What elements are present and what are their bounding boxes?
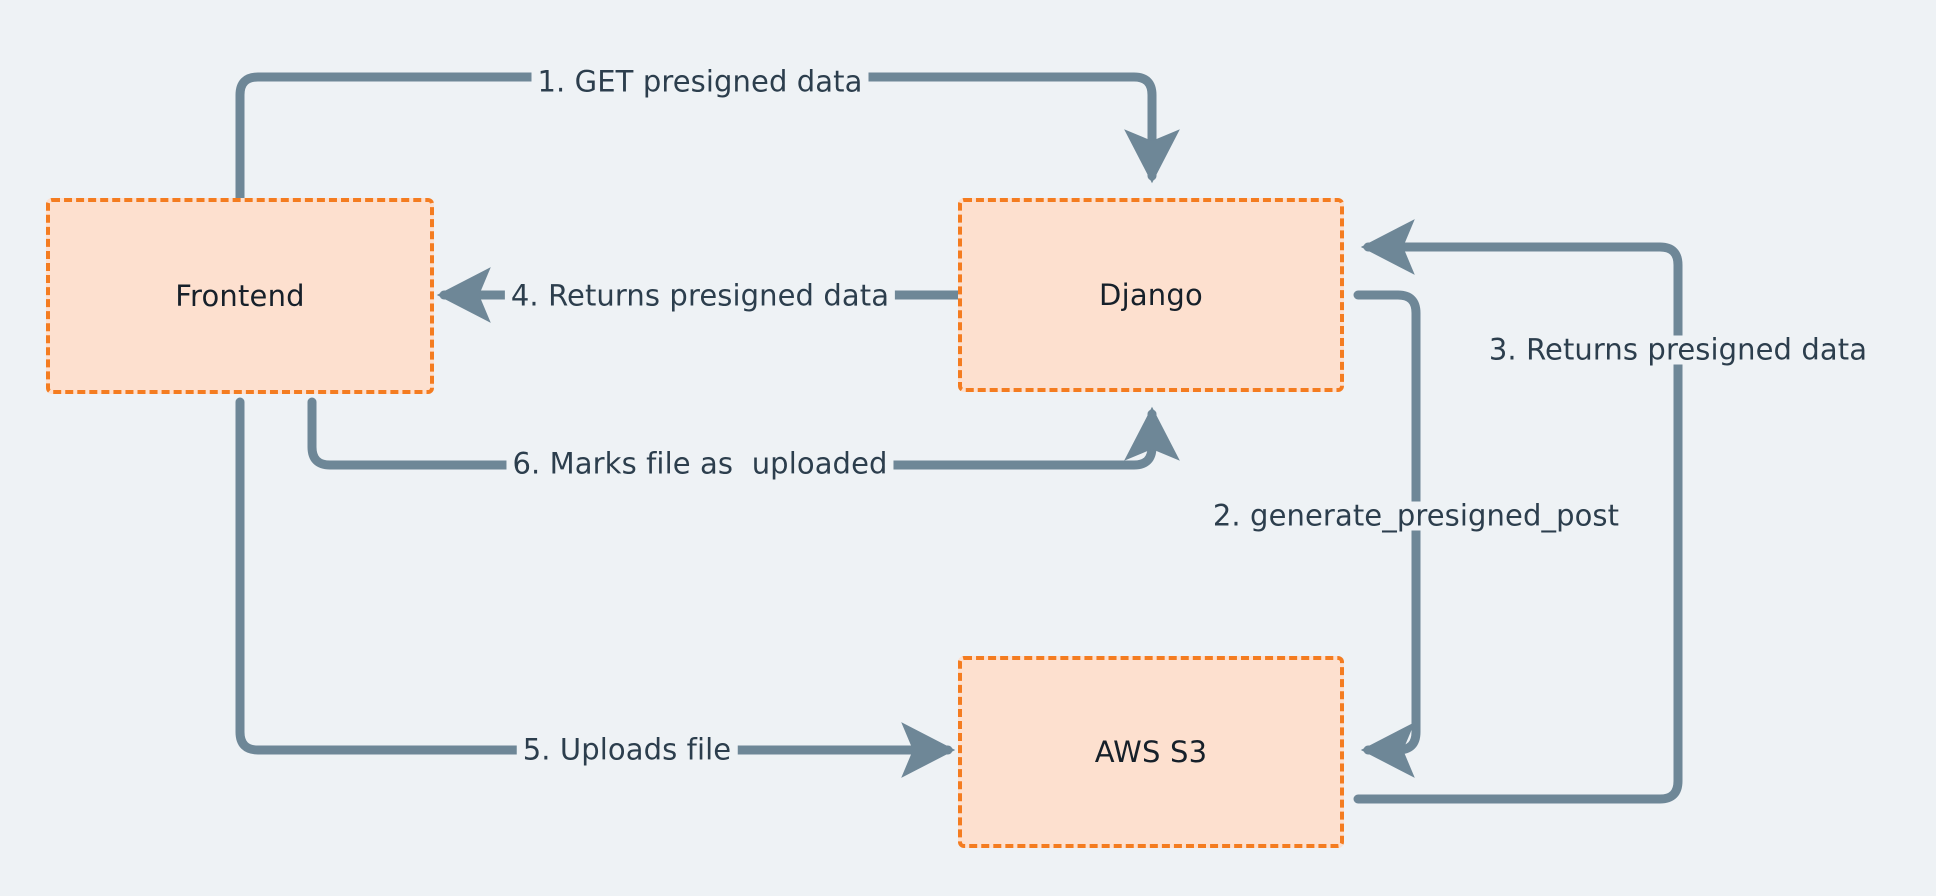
edge-label-6: 6. Marks file as uploaded (506, 449, 894, 479)
edge-path-3 (1353, 219, 1683, 804)
edge-label-3: 3. Returns presigned data (1482, 335, 1874, 365)
edge-label-1: 1. GET presigned data (531, 67, 869, 97)
node-django[interactable]: Django (958, 198, 1344, 392)
node-django-label: Django (1099, 278, 1203, 312)
node-aws-s3-label: AWS S3 (1094, 735, 1208, 769)
node-frontend-label: Frontend (175, 279, 305, 313)
edge-label-4: 4. Returns presigned data (504, 281, 896, 311)
edge-label-2: 2. generate_presigned_post (1206, 501, 1626, 531)
edge-path-5 (235, 397, 956, 778)
node-frontend[interactable]: Frontend (46, 198, 434, 394)
node-aws-s3[interactable]: AWS S3 (958, 656, 1344, 848)
edge-label-5: 5. Uploads file (516, 735, 738, 765)
